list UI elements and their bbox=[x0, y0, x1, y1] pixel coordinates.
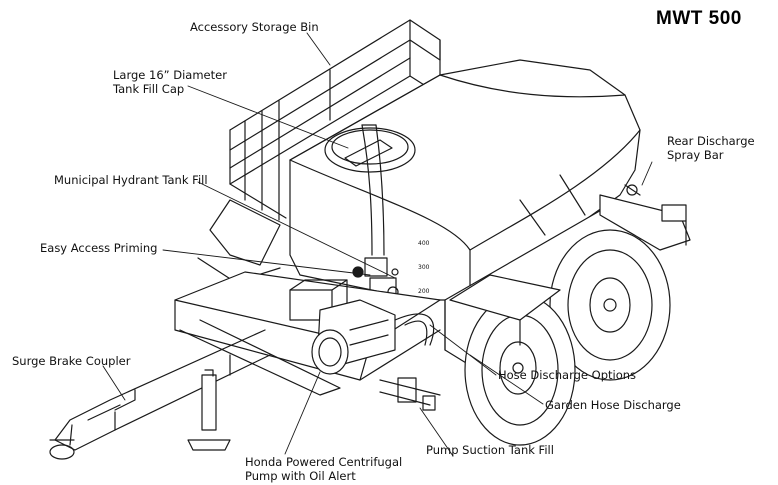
tank-gauge-mark: 200 bbox=[418, 288, 430, 295]
label-rear-spray-bar: Rear Discharge Spray Bar bbox=[667, 134, 755, 162]
rear-spray-bar bbox=[599, 184, 691, 251]
label-honda-pump-line1: Honda Powered Centrifugal bbox=[245, 455, 403, 469]
label-garden-hose: Garden Hose Discharge bbox=[545, 398, 681, 412]
tank-gauge-mark: 400 bbox=[418, 240, 430, 247]
label-priming: Easy Access Priming bbox=[40, 241, 158, 255]
label-rear-spray-line1: Rear Discharge bbox=[667, 134, 755, 148]
label-pump-suction: Pump Suction Tank Fill bbox=[426, 443, 554, 457]
label-honda-pump-line2: Pump with Oil Alert bbox=[245, 469, 356, 483]
trailer-tongue bbox=[49, 329, 271, 460]
tank-gauge-mark: 300 bbox=[418, 264, 430, 271]
label-hose-discharge: Hose Discharge Options bbox=[498, 368, 637, 382]
label-fill-cap-line1: Large 16” Diameter bbox=[113, 68, 227, 82]
tank-gauge: 400 bbox=[418, 240, 429, 248]
label-accessory-storage-bin: Accessory Storage Bin bbox=[190, 20, 319, 34]
tank-gauge-300: 300 bbox=[418, 264, 429, 272]
tank-gauge-200: 200 bbox=[418, 288, 429, 296]
label-fill-cap-line2: Tank Fill Cap bbox=[113, 82, 185, 96]
wheels bbox=[444, 204, 671, 446]
label-fill-cap: Large 16” Diameter Tank Fill Cap bbox=[113, 68, 227, 96]
label-honda-pump: Honda Powered Centrifugal Pump with Oil … bbox=[245, 455, 402, 483]
label-hydrant-fill: Municipal Hydrant Tank Fill bbox=[54, 173, 208, 187]
model-title: MWT 500 bbox=[656, 8, 742, 29]
pump-suction-hose bbox=[379, 377, 441, 411]
leader-lines bbox=[102, 32, 653, 457]
hydrant-fill-hose bbox=[361, 124, 385, 256]
honda-pump bbox=[289, 279, 435, 375]
label-surge-brake: Surge Brake Coupler bbox=[12, 354, 131, 368]
label-rear-spray-line2: Spray Bar bbox=[667, 148, 724, 162]
